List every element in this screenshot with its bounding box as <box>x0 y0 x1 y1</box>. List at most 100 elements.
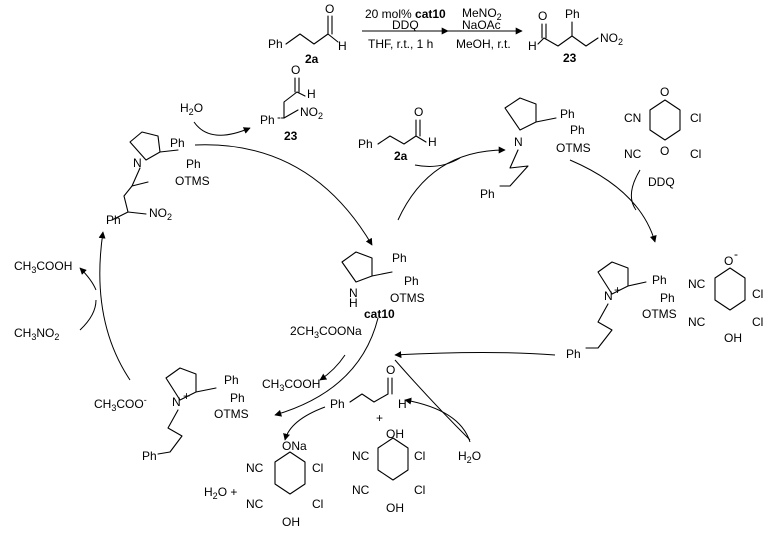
acetate-ion: CH3COO- <box>94 395 147 413</box>
step2-conditions: MeOH, r.t. <box>456 37 511 51</box>
released-ph: Ph <box>330 397 345 411</box>
released-o: O <box>386 363 395 377</box>
header-reaction: Ph O H 2a 20 mol% cat10 DDQ THF, r.t., 1… <box>268 2 623 66</box>
complex-ph-tail: Ph <box>566 347 581 361</box>
complex-minus: - <box>734 247 738 261</box>
cat-h: H <box>349 296 358 310</box>
arrow-catalyst-to-enamine <box>397 146 506 221</box>
step1-ddq: DDQ <box>392 18 419 32</box>
iminium-n: N <box>172 395 181 409</box>
product-id: 23 <box>563 51 577 65</box>
arrow-nitromethane-in <box>79 299 97 331</box>
released-plus: + <box>376 411 383 425</box>
adduct-no2: NO2 <box>149 206 172 222</box>
ald-ph: Ph <box>358 137 373 151</box>
ddq-cl1: Cl <box>690 111 701 125</box>
ald-h: H <box>428 135 437 149</box>
complex-cl2: Cl <box>752 315 763 329</box>
cat-otms: OTMS <box>390 291 425 305</box>
cat-ph2: Ph <box>404 274 419 288</box>
acetic-acid-left: CH3COOH <box>14 259 72 275</box>
adduct-ph1: Ph <box>170 136 185 150</box>
arrow-aldehyde-in <box>414 157 461 167</box>
release-h2o: H2O <box>180 101 203 117</box>
adduct-ph2: Ph <box>186 157 201 171</box>
released-nc2: NC <box>352 483 370 497</box>
release-o: O <box>291 63 300 77</box>
semi-cl2: Cl <box>312 497 323 511</box>
released-cl2: Cl <box>414 483 425 497</box>
arrow-semiquinone-out <box>283 406 326 441</box>
product-ph: Ph <box>565 7 580 21</box>
iminium-plus: + <box>183 389 190 403</box>
ald-id: 2a <box>394 149 408 163</box>
complex-plus: + <box>614 283 621 297</box>
aldehyde-2a-in: Ph O H 2a <box>358 105 437 163</box>
released-oh1: OH <box>386 427 404 441</box>
complex-nc2: NC <box>688 315 706 329</box>
header-reactant-id: 2a <box>305 52 319 66</box>
sodium-acetate: 2CH3COONa <box>290 324 362 340</box>
ddq-cl2: Cl <box>690 147 701 161</box>
adduct-n: N <box>133 156 142 170</box>
complex-nc1: NC <box>688 277 706 291</box>
cat-n: N <box>349 286 358 300</box>
ddq-cn1: CN <box>624 111 641 125</box>
enamine-n: N <box>514 135 523 149</box>
released-cl1: Cl <box>414 449 425 463</box>
enamine-ph2: Ph <box>570 123 585 137</box>
acetic-acid: CH3COOH <box>262 377 320 393</box>
header-reactant-ph: Ph <box>268 37 283 51</box>
arrow-acoh-left-out <box>79 267 97 291</box>
released-h: H <box>398 397 407 411</box>
product-no2: NO2 <box>600 31 623 47</box>
semiquinone-sodium: ONa NC NC Cl Cl OH H2O + <box>204 439 323 529</box>
ald-o: O <box>414 105 423 119</box>
semi-oh: OH <box>282 515 300 529</box>
iminium-otms: OTMS <box>214 407 249 421</box>
arrow-enamine-to-iminium <box>569 159 657 243</box>
product-o: O <box>538 9 547 23</box>
product-h: H <box>528 39 537 53</box>
released-oh2: OH <box>386 501 404 515</box>
arrow-iminium-to-adduct <box>98 231 131 381</box>
header-reactant-o: O <box>325 2 334 16</box>
arrow-iminium-to-catalyst <box>394 351 556 359</box>
semi-nc2: NC <box>246 497 264 511</box>
ddq-cn2: NC <box>624 147 642 161</box>
product-release: H2O O H Ph NO2 23 <box>180 63 323 143</box>
released-nc1: NC <box>352 449 370 463</box>
complex-oh: OH <box>724 331 742 345</box>
header-reactant-h: H <box>338 39 347 53</box>
arrow-release-products <box>404 397 471 443</box>
cat-ph1: Ph <box>392 251 407 265</box>
arrow-acoh-out <box>319 354 346 381</box>
adduct-otms: OTMS <box>175 174 210 188</box>
step1-reagents: 20 mol% cat10 <box>365 7 446 21</box>
enamine-ph1: Ph <box>560 107 575 121</box>
arrow-water-to-product <box>193 121 251 136</box>
enamine-otms: OTMS <box>556 141 591 155</box>
release-no2: NO2 <box>300 105 323 121</box>
step2-menitro: MeNO2 <box>462 6 502 22</box>
ddq-o1: O <box>660 85 669 99</box>
arrow-catalyst-to-iminium-acetate <box>274 317 379 417</box>
arrow-water-in <box>394 359 471 441</box>
complex-n: N <box>604 289 613 303</box>
released-products: Ph O H + OH OH NC NC Cl Cl <box>330 363 425 515</box>
enamine: N Ph Ph OTMS Ph <box>480 97 591 201</box>
hydrolysis-water: H2O <box>458 449 481 465</box>
ddq-o2: O <box>660 144 669 158</box>
iminium-ph-tail: Ph <box>142 449 157 463</box>
arrow-ddq-in <box>630 169 641 211</box>
release-h: H <box>307 87 316 101</box>
catalyst-cat10: N H Ph Ph OTMS cat10 <box>341 251 425 321</box>
complex-cl1: Cl <box>752 287 763 301</box>
adduct-ph-side: Ph <box>106 213 121 227</box>
semi-cl1: Cl <box>312 461 323 475</box>
step1-conditions: THF, r.t., 1 h <box>368 37 433 51</box>
complex-ph2: Ph <box>660 291 675 305</box>
ddq-id: DDQ <box>648 175 675 189</box>
iminium-acetate: CH3COO- N + Ph Ph OTMS Ph <box>94 367 249 463</box>
